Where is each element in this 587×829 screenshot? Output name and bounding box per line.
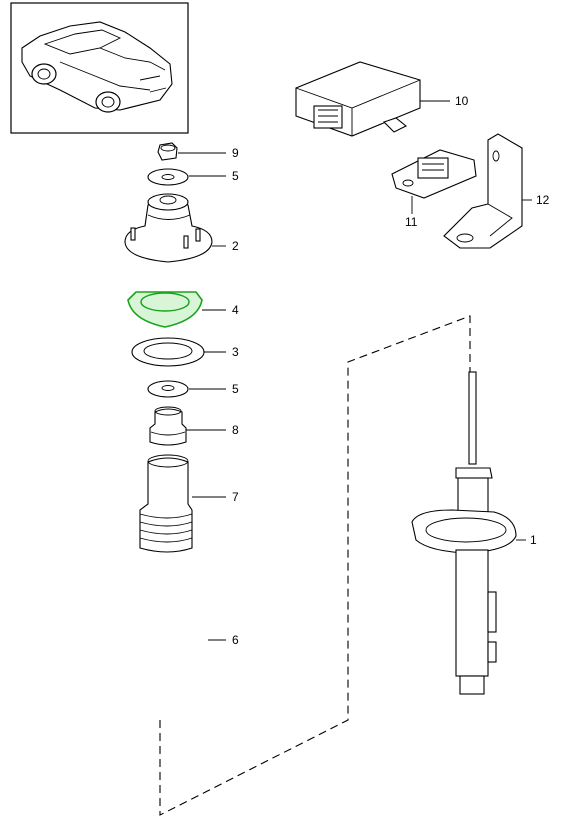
callout-10[interactable]: 10: [455, 94, 469, 108]
callout-11[interactable]: 11: [405, 215, 418, 229]
callout-5-lower[interactable]: 5: [232, 382, 239, 396]
part-9-nut[interactable]: [157, 142, 226, 161]
part-11-sensor[interactable]: [391, 149, 477, 214]
callout-6[interactable]: 6: [232, 633, 239, 647]
part-6-coil-spring[interactable]: [111, 580, 226, 716]
callout-4[interactable]: 4: [232, 303, 239, 317]
callout-9[interactable]: 9: [232, 146, 239, 160]
part-5-washer-lower[interactable]: [147, 380, 226, 398]
part-5-washer-upper[interactable]: [147, 168, 226, 186]
callout-5-upper[interactable]: 5: [232, 169, 239, 183]
callout-7[interactable]: 7: [232, 490, 239, 504]
part-2-strut-mount[interactable]: [124, 193, 226, 263]
callout-2[interactable]: 2: [232, 239, 239, 253]
part-3-spring-pad[interactable]: [131, 337, 226, 367]
part-4-insulator-highlighted[interactable]: [127, 291, 226, 328]
part-7-boot[interactable]: [139, 454, 226, 553]
car-thumbnail[interactable]: [10, 2, 189, 134]
part-12-bracket[interactable]: [443, 133, 532, 249]
callout-8[interactable]: 8: [232, 423, 239, 437]
car-convertible-icon: [21, 21, 173, 113]
callout-3[interactable]: 3: [232, 345, 239, 359]
assembly-dashed-line: [159, 315, 471, 816]
part-8-bump-stop[interactable]: [149, 406, 226, 446]
part-10-control-unit[interactable]: [295, 61, 450, 137]
callout-1[interactable]: 1: [530, 533, 537, 547]
callout-12[interactable]: 12: [536, 193, 550, 207]
part-1-shock-absorber[interactable]: [411, 371, 526, 695]
